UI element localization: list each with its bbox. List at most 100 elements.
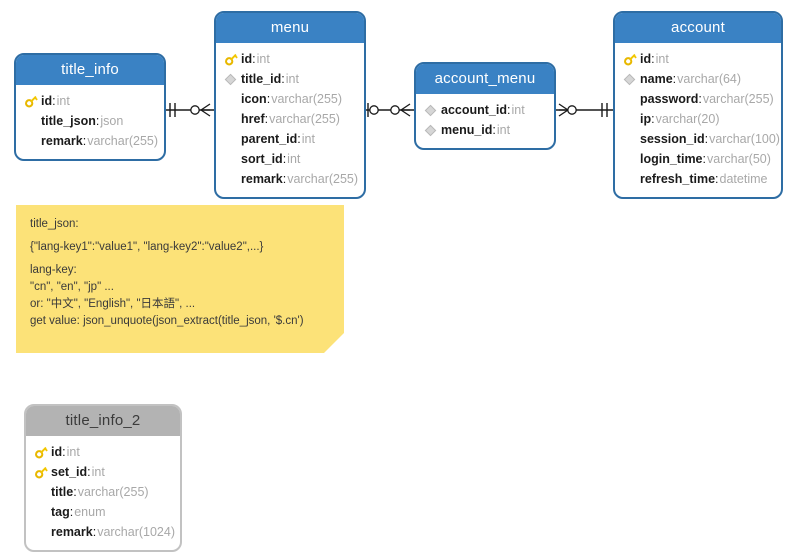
- field-name: id: [640, 52, 652, 66]
- primary-key-icon: [623, 51, 640, 67]
- field-type: varchar(50): [707, 152, 771, 166]
- entity-title-title_info_2: title_info_2: [26, 406, 180, 436]
- entity-title_info_2[interactable]: title_info_2 id: int set_id: int title: …: [24, 404, 182, 552]
- field-row[interactable]: id: int: [24, 91, 156, 111]
- field-row[interactable]: refresh_time: datetime: [623, 169, 773, 189]
- entity-title_info[interactable]: title_info id: int title_json: json rema…: [14, 53, 166, 161]
- field-row[interactable]: id: int: [34, 442, 172, 462]
- relationship-title_info-menu: [164, 103, 216, 117]
- field-name: refresh_time: [640, 172, 716, 186]
- field-row[interactable]: icon: varchar(255): [224, 89, 356, 109]
- primary-key-icon: [224, 51, 241, 67]
- note-line: {"lang-key1":"value1", "lang-key2":"valu…: [30, 241, 264, 253]
- field-name: title_id: [241, 72, 282, 86]
- field-name: set_id: [51, 465, 88, 479]
- entity-fields-title_info: id: int title_json: json remark: varchar…: [16, 85, 164, 159]
- field-name: remark: [51, 525, 93, 539]
- field-type: varchar(255): [269, 112, 340, 126]
- foreign-key-icon: [424, 102, 441, 118]
- note-line: get value: json_unquote(json_extract(tit…: [30, 315, 304, 327]
- no-icon: [224, 91, 241, 107]
- entity-fields-account_menu: account_id: int menu_id: int: [416, 94, 554, 148]
- entity-title-title_info: title_info: [16, 55, 164, 85]
- field-name: title_json: [41, 114, 96, 128]
- no-icon: [34, 484, 51, 500]
- field-row[interactable]: session_id: varchar(100): [623, 129, 780, 149]
- field-name: remark: [41, 134, 83, 148]
- primary-key-icon: [34, 464, 51, 480]
- field-type: int: [285, 72, 299, 86]
- no-icon: [34, 504, 51, 520]
- no-icon: [623, 151, 640, 167]
- no-icon: [224, 131, 241, 147]
- field-row[interactable]: id: int: [224, 49, 356, 69]
- no-icon: [224, 171, 241, 187]
- field-row[interactable]: login_time: varchar(50): [623, 149, 773, 169]
- note-line: or: "中文", "English", "日本語", ...: [30, 298, 196, 310]
- field-name: name: [640, 72, 673, 86]
- entity-fields-account: id: int name: varchar(64) password: varc…: [615, 43, 781, 197]
- field-type: varchar(100): [709, 132, 780, 146]
- field-name: id: [241, 52, 253, 66]
- field-row[interactable]: title: varchar(255): [34, 482, 172, 502]
- field-name: menu_id: [441, 123, 493, 137]
- field-type: varchar(255): [287, 172, 359, 186]
- field-row[interactable]: set_id: int: [34, 462, 172, 482]
- relationship-menu-account_menu: [364, 103, 416, 117]
- entity-account[interactable]: account id: int name: varchar(64) passwo…: [613, 11, 783, 199]
- entity-fields-title_info_2: id: int set_id: int title: varchar(255) …: [26, 436, 180, 550]
- field-row[interactable]: sort_id: int: [224, 149, 356, 169]
- field-type: varchar(255): [77, 485, 149, 499]
- field-name: ip: [640, 112, 652, 126]
- entity-menu[interactable]: menu id: int title_id: int icon: varchar…: [214, 11, 366, 199]
- field-type: int: [66, 445, 80, 459]
- note-fold-corner: [324, 333, 344, 353]
- field-row[interactable]: id: int: [623, 49, 773, 69]
- field-row[interactable]: title_id: int: [224, 69, 356, 89]
- field-row[interactable]: href: varchar(255): [224, 109, 356, 129]
- entity-title-menu: menu: [216, 13, 364, 43]
- field-row[interactable]: tag: enum: [34, 502, 172, 522]
- no-icon: [34, 524, 51, 540]
- field-row[interactable]: name: varchar(64): [623, 69, 773, 89]
- field-name: title: [51, 485, 74, 499]
- field-row[interactable]: title_json: json: [24, 111, 156, 131]
- field-type: varchar(255): [702, 92, 774, 106]
- foreign-key-icon: [623, 71, 640, 87]
- note-line: lang-key:: [30, 264, 77, 276]
- field-row[interactable]: parent_id: int: [224, 129, 356, 149]
- note-title-json[interactable]: title_json: {"lang-key1":"value1", "lang…: [16, 205, 344, 353]
- field-type: int: [655, 52, 669, 66]
- field-name: sort_id: [241, 152, 283, 166]
- field-type: int: [91, 465, 105, 479]
- entity-account_menu[interactable]: account_menu account_id: int menu_id: in…: [414, 62, 556, 150]
- no-icon: [224, 111, 241, 127]
- field-name: parent_id: [241, 132, 298, 146]
- no-icon: [623, 131, 640, 147]
- note-line: "cn", "en", "jp" ...: [30, 281, 114, 293]
- foreign-key-icon: [424, 122, 441, 138]
- no-icon: [623, 171, 640, 187]
- field-row[interactable]: remark: varchar(255): [224, 169, 359, 189]
- field-type: int: [287, 152, 301, 166]
- field-row[interactable]: ip: varchar(20): [623, 109, 773, 129]
- field-type: varchar(20): [655, 112, 720, 126]
- field-type: datetime: [719, 172, 768, 186]
- field-type: int: [56, 94, 70, 108]
- field-row[interactable]: menu_id: int: [424, 120, 546, 140]
- field-type: varchar(64): [677, 72, 742, 86]
- field-name: account_id: [441, 103, 507, 117]
- field-name: session_id: [640, 132, 705, 146]
- relationship-account_menu-account: [556, 103, 616, 117]
- note-line: title_json:: [30, 218, 79, 230]
- field-type: varchar(255): [271, 92, 343, 106]
- field-name: login_time: [640, 152, 703, 166]
- field-row[interactable]: password: varchar(255): [623, 89, 774, 109]
- no-icon: [24, 113, 41, 129]
- no-icon: [24, 133, 41, 149]
- field-row[interactable]: remark: varchar(255): [24, 131, 158, 151]
- field-row[interactable]: account_id: int: [424, 100, 546, 120]
- field-type: enum: [74, 505, 106, 519]
- field-row[interactable]: remark: varchar(1024): [34, 522, 175, 542]
- entity-title-account: account: [615, 13, 781, 43]
